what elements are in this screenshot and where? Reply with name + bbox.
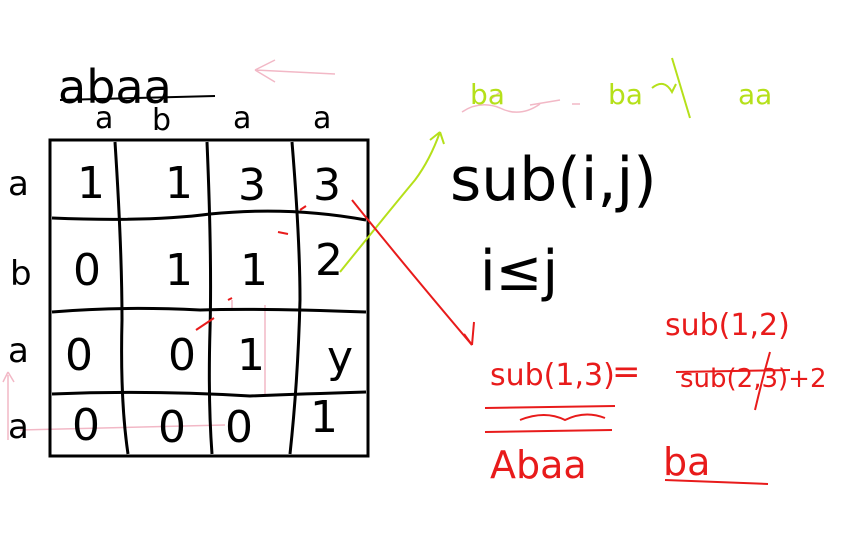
red-word-left: Abaa	[490, 443, 587, 487]
title-text: abaa	[58, 60, 172, 114]
red-arrow	[351, 199, 475, 346]
green-strokes	[339, 57, 691, 273]
cell-3-1: 0	[65, 330, 93, 381]
row-label-4: a	[8, 407, 29, 447]
cell-3-2: 0	[168, 330, 196, 381]
table-border	[48, 138, 370, 458]
cell-4-4: 1	[310, 392, 338, 443]
col-label-3: a	[233, 101, 251, 136]
cell-2-1: 0	[73, 245, 101, 296]
cell-1-1: 1	[77, 158, 105, 209]
red-eq-left: sub(1,3)	[490, 358, 615, 393]
cell-3-4: y	[327, 332, 353, 383]
red-top-right: sub(1,2)	[665, 308, 790, 343]
red-diagonal-mark	[195, 297, 233, 331]
dp-table-grid	[48, 138, 370, 458]
pink-scribble-1	[461, 91, 541, 113]
sub-definition: sub(i,j)	[450, 145, 657, 215]
cell-2-4: 2	[315, 235, 343, 286]
red-dash-marks	[277, 205, 307, 235]
cell-4-1: 0	[72, 400, 100, 451]
red-word-right-underline	[664, 479, 769, 485]
red-table-marks	[195, 205, 307, 331]
red-mid-underline	[675, 369, 791, 373]
row-label-2: b	[10, 254, 32, 294]
green-divider	[671, 57, 691, 119]
green-scribble	[651, 82, 677, 95]
row-line-3	[51, 390, 367, 398]
row-label-1: a	[8, 164, 29, 204]
pink-arrow-top	[254, 59, 336, 83]
row-line-2	[51, 306, 367, 314]
col-line-1	[113, 141, 130, 455]
green-arrow-head	[429, 131, 445, 145]
red-eq-sign: =	[612, 352, 641, 392]
red-slash	[754, 351, 771, 411]
cell-1-2: 1	[165, 158, 193, 209]
red-mid-right: sub(2,3)+2	[680, 364, 827, 394]
cell-2-2: 1	[165, 245, 193, 296]
cell-2-3: 1	[240, 245, 268, 296]
sub-condition: i≤j	[480, 239, 558, 304]
title-underline	[59, 95, 216, 101]
green-arrow-line	[339, 131, 441, 273]
cell-4-3: 0	[225, 402, 253, 453]
green-note-3: aa	[738, 78, 772, 111]
red-arrow-line	[351, 199, 473, 346]
red-strokes	[484, 351, 791, 485]
col-line-3	[288, 141, 302, 455]
col-line-2	[205, 141, 214, 455]
col-label-2: b	[152, 103, 171, 138]
pink-arrow-left	[2, 371, 15, 440]
green-note-2: ba	[608, 78, 643, 111]
green-note-1: ba	[470, 78, 505, 111]
col-label-4: a	[313, 101, 331, 136]
cell-4-2: 0	[158, 402, 186, 453]
cell-1-3: 3	[238, 160, 266, 211]
col-label-1: a	[95, 101, 113, 136]
red-crossed-out	[484, 405, 616, 433]
cell-3-3: 1	[237, 330, 265, 381]
pink-scribble-2	[529, 99, 580, 106]
cell-1-4: 3	[313, 160, 341, 211]
row-label-3: a	[8, 331, 29, 371]
red-arrow-head	[463, 321, 475, 346]
red-word-right: ba	[663, 440, 710, 484]
